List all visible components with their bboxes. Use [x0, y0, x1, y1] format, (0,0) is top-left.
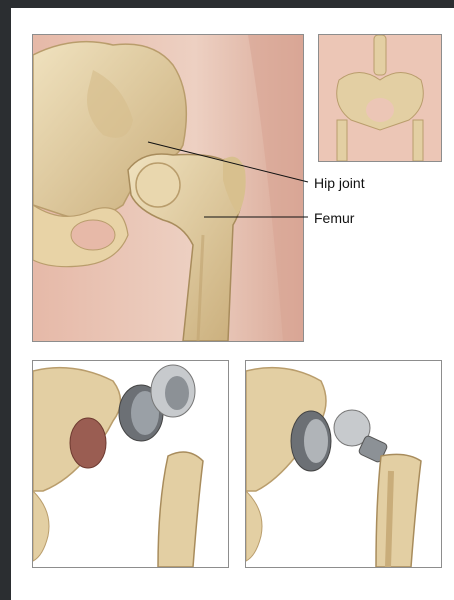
implant-cup-panel [32, 360, 229, 568]
femur-label: Femur [314, 210, 354, 226]
hip-anatomy-illustration [33, 35, 303, 341]
implant-stem-panel [245, 360, 442, 568]
hip-joint-label: Hip joint [314, 175, 365, 191]
pelvis-overview-illustration [319, 35, 441, 161]
hip-implant-stem-illustration [246, 361, 441, 567]
hip-implant-cup-illustration [33, 361, 228, 567]
illustration-sheet: Hip joint Femur [11, 8, 454, 600]
hip-anatomy-panel [32, 34, 304, 342]
pelvis-overview-panel [318, 34, 442, 162]
